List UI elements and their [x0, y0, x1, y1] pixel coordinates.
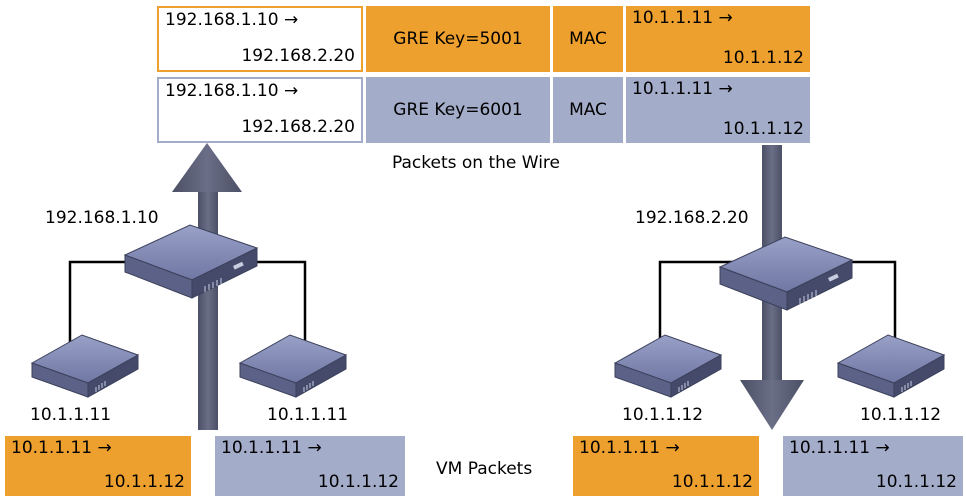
right-vm-device-b	[836, 334, 946, 398]
inner-src: 10.1.1.11 →	[632, 79, 733, 99]
inner-src: 10.1.1.11 →	[632, 8, 733, 28]
vm-packet-dst: 10.1.1.12	[671, 472, 753, 492]
vm-packet-dst: 10.1.1.12	[875, 472, 957, 492]
vm-packet-src: 10.1.1.11 →	[11, 438, 112, 458]
left-vm-b-label: 10.1.1.11	[267, 405, 349, 425]
wire-packet-1-outer-header: 192.168.1.10 → 192.168.2.20	[157, 6, 363, 72]
left-host-label: 192.168.1.10	[45, 208, 159, 228]
vm-packet-3: 10.1.1.11 → 10.1.1.12	[573, 436, 759, 496]
outer-dst: 192.168.2.20	[241, 117, 355, 137]
vm-packet-src: 10.1.1.11 →	[579, 438, 680, 458]
wire-packet-2-gre-key: GRE Key=6001	[366, 77, 550, 143]
outer-src: 192.168.1.10 →	[165, 81, 299, 101]
vm-packet-1: 10.1.1.11 → 10.1.1.12	[5, 436, 191, 496]
vm-packet-2: 10.1.1.11 → 10.1.1.12	[215, 436, 405, 496]
inner-dst: 10.1.1.12	[722, 119, 804, 139]
wire-packet-2-inner-header: 10.1.1.11 → 10.1.1.12	[626, 77, 810, 143]
right-vm-b-label: 10.1.1.12	[860, 405, 942, 425]
vm-caption: VM Packets	[436, 459, 533, 479]
left-vm-device-a	[30, 334, 140, 398]
left-vm-a-label: 10.1.1.11	[30, 405, 112, 425]
vm-packet-dst: 10.1.1.12	[317, 472, 399, 492]
inner-dst: 10.1.1.12	[722, 48, 804, 68]
vm-packet-4: 10.1.1.11 → 10.1.1.12	[783, 436, 963, 496]
wire-caption: Packets on the Wire	[392, 153, 560, 173]
right-vm-device-a	[613, 334, 723, 398]
wire-packet-1-mac: MAC	[553, 6, 623, 72]
outer-dst: 192.168.2.20	[241, 46, 355, 66]
wire-packet-1-gre-key: GRE Key=5001	[366, 6, 550, 72]
left-vm-device-b	[238, 334, 348, 398]
right-vm-a-label: 10.1.1.12	[622, 405, 704, 425]
right-host-device	[718, 236, 854, 311]
wire-packet-1-inner-header: 10.1.1.11 → 10.1.1.12	[626, 6, 810, 72]
left-host-device	[123, 224, 259, 299]
right-host-label: 192.168.2.20	[635, 208, 749, 228]
vm-packet-dst: 10.1.1.12	[103, 472, 185, 492]
outer-src: 192.168.1.10 →	[165, 10, 299, 30]
wire-packet-2-mac: MAC	[553, 77, 623, 143]
vm-packet-src: 10.1.1.11 →	[221, 438, 322, 458]
vm-packet-src: 10.1.1.11 →	[789, 438, 890, 458]
wire-packet-2-outer-header: 192.168.1.10 → 192.168.2.20	[157, 77, 363, 143]
